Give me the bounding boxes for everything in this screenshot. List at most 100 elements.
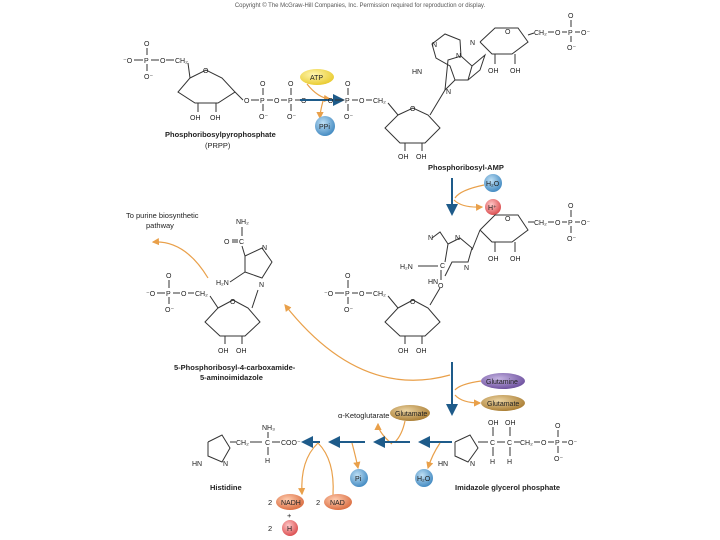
atom-label: O <box>166 273 172 280</box>
atom-label: O⁻ <box>301 98 310 105</box>
atom-label: O⁻ <box>568 440 577 447</box>
nad-entry-arrow <box>317 442 334 496</box>
atp-bubble <box>300 69 334 85</box>
ring-opened-intermediate-structure: ⁻O P O O⁻ O CH₂ O OH OH HN N N C H₂N O N… <box>324 203 590 355</box>
proton-bottom-label: H <box>287 526 292 533</box>
ppi-exit-arrow <box>316 100 324 120</box>
glutamate-out-bubble <box>481 395 525 411</box>
atom-label: HN <box>192 461 202 468</box>
atom-label: O <box>160 58 166 65</box>
glutamate-in-label: Glutamate <box>395 411 427 418</box>
purine-branch-arrow <box>151 238 209 279</box>
atom-label: C <box>239 239 244 246</box>
pi-bubble <box>350 469 368 487</box>
atom-label: O⁻ <box>567 45 576 52</box>
atom-label: O⁻ <box>567 236 576 243</box>
atom-label: O <box>410 299 416 306</box>
atom-label: O⁻ <box>554 456 563 463</box>
atom-label: O <box>274 98 280 105</box>
ppi-label: PPi <box>319 124 330 131</box>
atom-label: H₂N <box>400 264 413 271</box>
atom-label: O <box>203 68 209 75</box>
igp-label: Imidazole glycerol phosphate <box>455 483 560 492</box>
atom-label: OH <box>210 115 221 122</box>
h2o-bottom-label: H₂O <box>417 476 431 483</box>
atom-label: P <box>288 98 293 105</box>
atom-label: O⁻ <box>344 114 353 121</box>
atom-label: ⁻O <box>324 291 334 298</box>
prpp-structure: ⁻O P O O⁻ O CH₂ O OH OH O P O O⁻ O P O O… <box>123 41 310 122</box>
atom-label: P <box>144 58 149 65</box>
atom-label: O <box>345 273 351 280</box>
glutamine-entry-arrow <box>454 380 482 391</box>
atom-label: OH <box>510 256 521 263</box>
h2o-bubble <box>484 174 502 192</box>
histidine-label: Histidine <box>210 483 242 492</box>
atom-label: N <box>446 89 451 96</box>
atom-label: COO⁻ <box>281 440 301 447</box>
atom-label: N <box>428 235 433 242</box>
copyright-notice: Copyright © The McGraw-Hill Companies, I… <box>235 2 486 9</box>
atom-label: O <box>410 106 416 113</box>
nad-bubble <box>324 494 352 510</box>
atom-label: CH₂ <box>373 98 386 105</box>
ppi-bubble <box>315 116 335 136</box>
atom-label: O <box>568 13 574 20</box>
atom-label: OH <box>488 256 499 263</box>
atom-label: O <box>244 98 250 105</box>
atom-label: N <box>223 461 228 468</box>
proton-coefficient: 2 <box>268 524 272 533</box>
proton-label: H⁺ <box>488 205 497 212</box>
atom-label: HN <box>438 461 448 468</box>
atom-label: H <box>265 458 270 465</box>
atom-label: O <box>224 239 230 246</box>
atom-label: O <box>505 216 511 223</box>
atom-label: O⁻ <box>165 307 174 314</box>
atom-label: CH₂ <box>195 291 208 298</box>
atom-label: O <box>359 98 365 105</box>
glutamate-in-bubble <box>390 405 430 421</box>
atom-label: CH₂ <box>373 291 386 298</box>
atom-label: O⁻ <box>581 220 590 227</box>
histidine-structure: NH₃ HN N CH₂ C H COO⁻ <box>192 425 301 468</box>
atom-label: P <box>568 30 573 37</box>
proton-exit-arrow <box>453 199 484 211</box>
glutamate-entry-arrow <box>394 420 406 443</box>
phosphoribosyl-amp-structure: ⁻O P O O⁻ O CH₂ O OH OH N HN N N N O OH … <box>324 13 590 161</box>
atom-label: OH <box>505 420 516 427</box>
aicar-release-arrow <box>284 304 451 381</box>
atom-label: P <box>345 98 350 105</box>
atom-label: OH <box>488 420 499 427</box>
h2o-bottom-bubble <box>415 469 433 487</box>
plus-sign: + <box>287 511 292 520</box>
proton-bottom-bubble <box>282 520 298 536</box>
atom-label: N <box>259 282 264 289</box>
atom-label: OH <box>236 348 247 355</box>
atom-label: O <box>359 291 365 298</box>
purine-pathway-note-line-2: pathway <box>146 221 174 230</box>
atom-label: ⁻O <box>123 58 133 65</box>
imidazole-glycerol-phosphate-structure: HN N OH C H OH C H CH₂ O P O O⁻ O⁻ <box>438 420 577 468</box>
pi-label: Pi <box>355 476 362 483</box>
glutamine-bubble <box>481 373 525 389</box>
h2o-exit-arrow <box>426 442 441 470</box>
nad-label: NAD <box>330 500 345 507</box>
atom-label: OH <box>416 348 427 355</box>
nad-coefficient: 2 <box>316 498 320 507</box>
atom-label: O <box>230 299 236 306</box>
atom-label: OH <box>398 154 409 161</box>
atom-label: NH₂ <box>236 219 249 226</box>
atom-label: O⁻ <box>581 30 590 37</box>
atom-label: ⁻O <box>146 291 156 298</box>
glutamate-exit-arrow <box>454 394 482 407</box>
nadh-label: NADH <box>281 500 301 507</box>
atom-label: N <box>432 42 437 49</box>
proton-bubble <box>485 199 501 215</box>
atom-label: NH₃ <box>262 425 275 432</box>
atom-label: CH₂ <box>534 220 547 227</box>
atom-label: H <box>490 459 495 466</box>
atom-label: OH <box>488 68 499 75</box>
atom-label: P <box>260 98 265 105</box>
atom-label: O <box>555 220 561 227</box>
atom-label: OH <box>398 348 409 355</box>
